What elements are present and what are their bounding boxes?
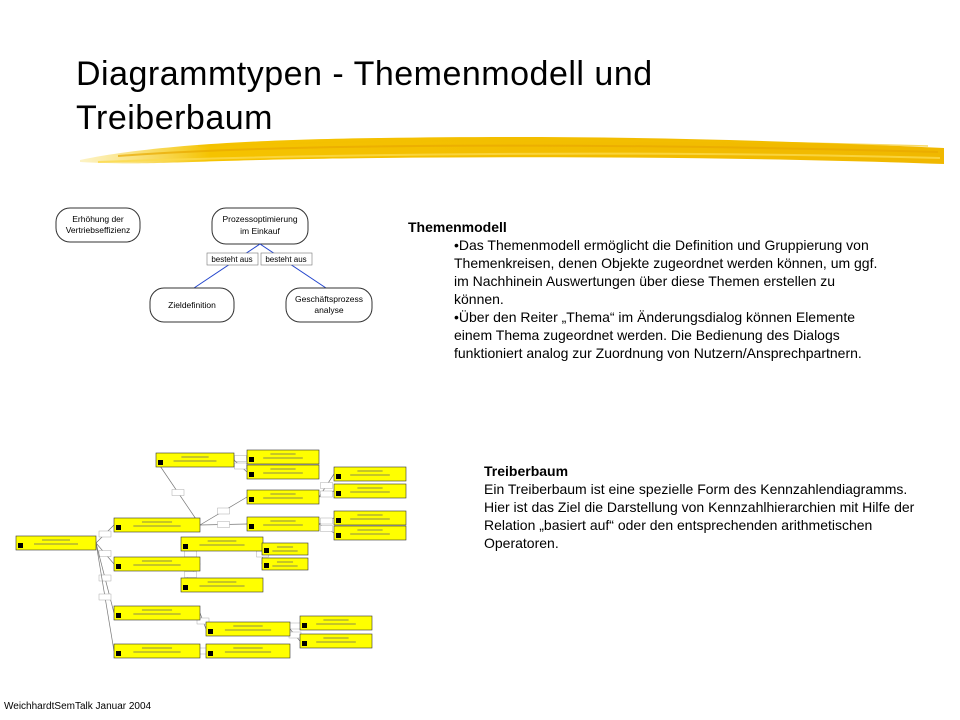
tree-edge-label (218, 522, 230, 528)
tree-edge-label (235, 463, 247, 469)
tree-node[interactable] (300, 616, 372, 630)
tree-edge-label (289, 623, 301, 629)
tree-node[interactable] (334, 484, 406, 498)
tree-edge-label (321, 483, 333, 489)
tree-node-icon (336, 474, 341, 479)
treiberbaum-diagram (14, 440, 414, 665)
tree-node[interactable] (334, 526, 406, 540)
tree-node[interactable] (114, 557, 200, 571)
tree-node[interactable] (156, 453, 234, 467)
tree-node-icon (336, 491, 341, 496)
footer-text: WeichhardtSemTalk Januar 2004 (4, 701, 151, 712)
tree-node-icon (208, 629, 213, 634)
node-geschaeft-line1: Geschäftsprozess (295, 294, 363, 304)
tree-node-icon (264, 563, 269, 568)
tree-node-icon (158, 460, 163, 465)
themenmodell-bullet-2: •Über den Reiter „Thema“ im Änderungsdia… (454, 308, 878, 362)
tree-edge-label (185, 572, 197, 578)
tree-edge-label (99, 575, 111, 581)
tree-node-icon (249, 472, 254, 477)
tree-node-icon (183, 544, 188, 549)
svg-text:besteht aus: besteht aus (211, 255, 252, 264)
edge-prozess-geschaeft (260, 244, 326, 288)
tree-node[interactable] (206, 622, 290, 636)
tree-node-icon (183, 585, 188, 590)
themenmodell-bullets: •Das Themenmodell ermöglicht die Definit… (408, 236, 878, 362)
tree-node-icon (208, 651, 213, 656)
tree-node[interactable] (114, 518, 200, 532)
tree-node-icon (302, 623, 307, 628)
tree-node[interactable] (16, 536, 96, 550)
tree-edge-label (218, 508, 230, 514)
tree-edge-label (172, 490, 184, 496)
tree-node[interactable] (181, 578, 263, 592)
tree-edge-label (235, 456, 247, 462)
tree-node-icon (18, 543, 23, 548)
tree-edge-label (99, 531, 111, 537)
svg-text:besteht aus: besteht aus (265, 255, 306, 264)
tree-node[interactable] (334, 467, 406, 481)
tree-node-icon (116, 525, 121, 530)
tree-node[interactable] (334, 511, 406, 525)
tree-node[interactable] (114, 606, 200, 620)
tree-node-icon (249, 457, 254, 462)
treiberbaum-heading: Treiberbaum (484, 462, 934, 480)
tree-edge-label (99, 594, 111, 600)
node-prozess-line1: Prozessoptimierung (222, 214, 297, 224)
tree-node-icon (302, 641, 307, 646)
treiberbaum-description: Ein Treiberbaum ist eine spezielle Form … (484, 480, 934, 552)
edge-prozess-ziel (194, 244, 260, 288)
tree-node-icon (116, 564, 121, 569)
tree-node[interactable] (247, 490, 319, 504)
tree-node[interactable] (262, 543, 308, 555)
themenmodell-diagram: Erhöhung der Vertriebseffizienz Prozesso… (54, 200, 384, 330)
tree-edge-label (185, 551, 197, 557)
node-ziel[interactable]: Zieldefinition (150, 288, 234, 322)
node-geschaeft-line2: analyse (314, 305, 344, 315)
tree-node-icon (249, 497, 254, 502)
edge-label-2: besteht aus (261, 253, 312, 265)
edge-label-1: besteht aus (207, 253, 258, 265)
node-erhoehung-line2: Vertriebseffizienz (66, 225, 131, 235)
tree-node[interactable] (247, 517, 319, 531)
tree-node-icon (264, 548, 269, 553)
tree-node[interactable] (247, 465, 319, 479)
tree-node-icon (249, 524, 254, 529)
tree-edge-label (321, 526, 333, 532)
title-underline-brushstroke (78, 126, 948, 176)
tree-edge-label (99, 551, 111, 557)
tree-node-icon (116, 651, 121, 656)
tree-node[interactable] (206, 644, 290, 658)
themenmodell-heading: Themenmodell (408, 218, 878, 236)
node-geschaeft[interactable]: Geschäftsprozess analyse (286, 288, 372, 322)
tree-node[interactable] (262, 558, 308, 570)
tree-node-icon (336, 518, 341, 523)
tree-node-icon (116, 613, 121, 618)
node-ziel-line1: Zieldefinition (168, 300, 216, 310)
node-erhoehung-line1: Erhöhung der (72, 214, 124, 224)
tree-edge-label (289, 632, 301, 638)
tree-node[interactable] (300, 634, 372, 648)
themenmodell-bullet-1: •Das Themenmodell ermöglicht die Definit… (454, 236, 878, 308)
tree-node[interactable] (114, 644, 200, 658)
treiberbaum-text: Treiberbaum Ein Treiberbaum ist eine spe… (484, 462, 934, 552)
tree-node[interactable] (181, 537, 263, 551)
tree-edge-label (321, 518, 333, 524)
tree-edge-label (321, 491, 333, 497)
node-erhoehung[interactable]: Erhöhung der Vertriebseffizienz (56, 208, 140, 242)
tree-node[interactable] (247, 450, 319, 464)
themenmodell-text: Themenmodell •Das Themenmodell ermöglich… (408, 218, 878, 362)
node-prozess-line2: im Einkauf (240, 226, 280, 236)
node-prozess[interactable]: Prozessoptimierung im Einkauf (212, 208, 308, 244)
tree-node-icon (336, 533, 341, 538)
